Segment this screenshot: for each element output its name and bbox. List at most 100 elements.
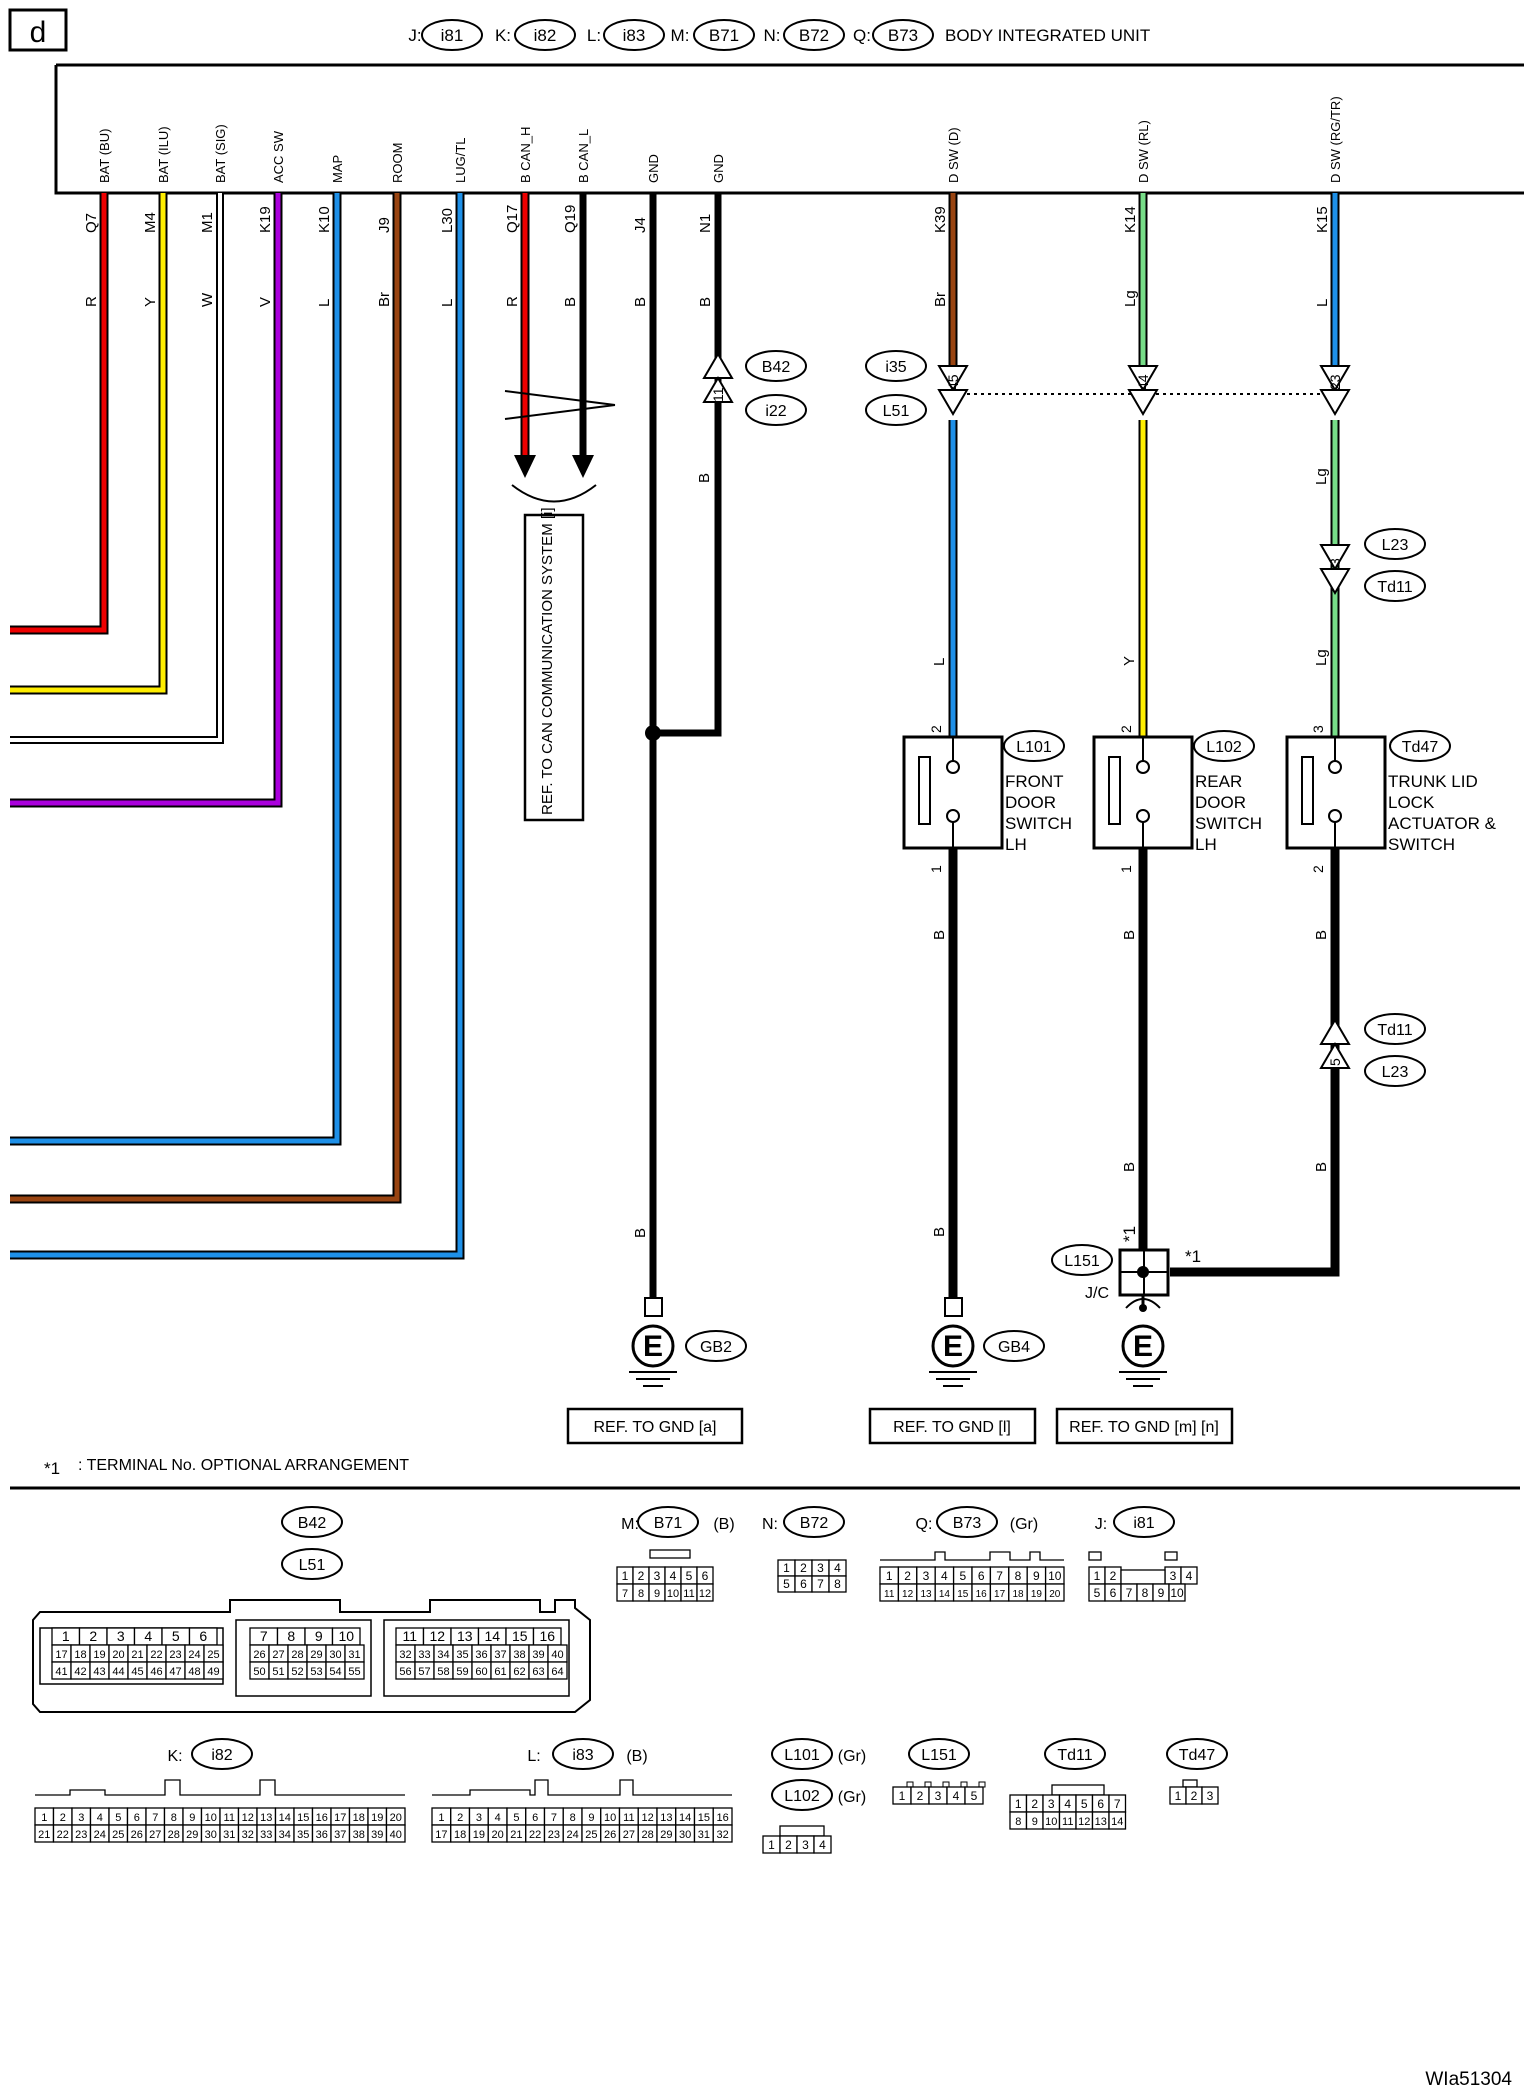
component-name: FRONT xyxy=(1005,772,1064,791)
pin-color-code: Lg xyxy=(1122,290,1139,307)
header-code: i82 xyxy=(534,26,557,45)
cv-pin: 3 xyxy=(817,1561,824,1575)
component-name: ACTUATOR & xyxy=(1388,814,1497,833)
cv-pin: 11 xyxy=(884,1589,895,1600)
pin-color-code: Br xyxy=(376,292,393,307)
cv-pin: 40 xyxy=(390,1829,402,1841)
can-ref-text: REF. TO CAN COMMUNICATION SYSTEM [i] xyxy=(539,507,556,815)
pin-bottom: 1 xyxy=(928,865,944,873)
cv-pin: 2 xyxy=(904,1569,911,1583)
pin-signal-label: D SW (RL) xyxy=(1136,120,1151,183)
cv-pin: 4 xyxy=(819,1838,826,1852)
cv-pin: 16 xyxy=(316,1812,328,1824)
pin-terminal-label: N1 xyxy=(697,214,714,233)
l51-code: L51 xyxy=(883,403,910,420)
pin-top: 3 xyxy=(1310,725,1326,733)
cv-pin: 45 xyxy=(131,1666,143,1678)
cv-pin: 6 xyxy=(702,1569,709,1583)
header-letter: N: xyxy=(764,26,781,45)
pin-color-code: L xyxy=(316,299,333,307)
joint-connector-l151: L151 J/C *1 *1 xyxy=(1051,1226,1201,1302)
component-name: DOOR xyxy=(1005,793,1056,812)
cv-pin: 16 xyxy=(539,1628,555,1644)
cv-pin: 60 xyxy=(475,1666,487,1678)
cv-pin: 10 xyxy=(1048,1569,1062,1583)
cv-pin: 30 xyxy=(679,1829,691,1841)
cv-pin: 50 xyxy=(253,1666,265,1678)
pin-color-code: L xyxy=(1314,299,1331,307)
cv-pin: 15 xyxy=(297,1812,309,1824)
cv-pin: 6 xyxy=(134,1812,140,1824)
cv-color: (B) xyxy=(626,1748,647,1765)
cv-pin: 19 xyxy=(371,1812,383,1824)
cv-pin: 5 xyxy=(959,1569,966,1583)
cv-pin: 22 xyxy=(529,1829,541,1841)
cv-pin: 18 xyxy=(74,1649,86,1661)
cv-code: i81 xyxy=(1133,1515,1154,1532)
cv-pin: 12 xyxy=(429,1628,445,1644)
section-badge: d xyxy=(8,8,68,52)
cv-pin: 49 xyxy=(207,1666,219,1678)
header-letter: Q: xyxy=(853,26,871,45)
cv-pin: 8 xyxy=(1015,1816,1021,1828)
wire-label: B xyxy=(1313,930,1330,940)
cv-pin: 4 xyxy=(941,1569,948,1583)
pin-terminal-label: K39 xyxy=(932,206,949,233)
pin-signal-label: D SW (RG/TR) xyxy=(1328,96,1343,183)
header-letter: K: xyxy=(495,26,511,45)
cv-pin: 1 xyxy=(1094,1569,1101,1583)
cv-pin: 30 xyxy=(329,1649,341,1661)
cv-pin: 23 xyxy=(75,1829,87,1841)
cv-pin: 19 xyxy=(473,1829,485,1841)
cv-pin: 27 xyxy=(623,1829,635,1841)
cv-pin: 4 xyxy=(670,1569,677,1583)
cv-pin: 14 xyxy=(679,1812,691,1824)
i22-code: i22 xyxy=(765,403,786,420)
pin-signal-label: BAT (ILU) xyxy=(156,126,171,183)
cv-pin: 15 xyxy=(957,1589,969,1600)
cv-pin: 23 xyxy=(169,1649,181,1661)
wire-label: B xyxy=(1313,1162,1330,1172)
component-name: LH xyxy=(1195,835,1217,854)
wire-label: B xyxy=(931,1227,948,1237)
component-name: REAR xyxy=(1195,772,1242,791)
cv-code: L101 xyxy=(784,1747,820,1764)
pin-signal-label: B CAN_L xyxy=(576,129,591,183)
cv-pin: 37 xyxy=(334,1829,346,1841)
cv-pin: 5 xyxy=(971,1789,978,1803)
component-l102: 2 1 L102 REAR DOOR SWITCH LH xyxy=(1092,725,1262,873)
cv-pin: 1 xyxy=(1015,1797,1022,1811)
left-wires xyxy=(10,193,465,1260)
b42-code: B42 xyxy=(762,359,791,376)
l23-code: L23 xyxy=(1382,1064,1409,1081)
cv-code: i83 xyxy=(572,1747,593,1764)
pin-terminal-label: J4 xyxy=(632,217,649,233)
cv-pin: 1 xyxy=(41,1812,47,1824)
cv-pin: 9 xyxy=(588,1812,594,1824)
cv-pin: 58 xyxy=(437,1666,449,1678)
pin-color-code: B xyxy=(632,297,649,307)
cv-pin: 8 xyxy=(570,1812,576,1824)
i35-code: i35 xyxy=(885,359,906,376)
pin-terminal-label: K19 xyxy=(257,206,274,233)
cv-pin: 24 xyxy=(188,1649,200,1661)
cv-pin: 31 xyxy=(348,1649,360,1661)
cv-pin: 63 xyxy=(532,1666,544,1678)
cv-pin: 18 xyxy=(1012,1589,1024,1600)
cv-color: (Gr) xyxy=(838,1789,866,1806)
i35-pin: 45 xyxy=(945,374,961,390)
cv-code: L51 xyxy=(299,1557,326,1574)
header-code: i83 xyxy=(623,26,646,45)
component-td47: 3 2 Td47 TRUNK LID LOCK ACTUATOR & SWITC… xyxy=(1285,725,1497,873)
gnd-wire-label: B xyxy=(632,1228,649,1238)
cv-pin: 7 xyxy=(1126,1586,1133,1600)
cv-pin: 14 xyxy=(1111,1816,1123,1828)
cv-pin: 8 xyxy=(638,1588,644,1600)
cv-pin: 20 xyxy=(112,1649,124,1661)
cv-pin: 43 xyxy=(93,1666,105,1678)
pin-terminal-label: K10 xyxy=(316,206,333,233)
wire-label: Lg xyxy=(1313,468,1330,485)
header-letter: M: xyxy=(671,26,690,45)
ground-symbol: E xyxy=(643,1330,663,1363)
cv-pin: 14 xyxy=(279,1812,291,1824)
